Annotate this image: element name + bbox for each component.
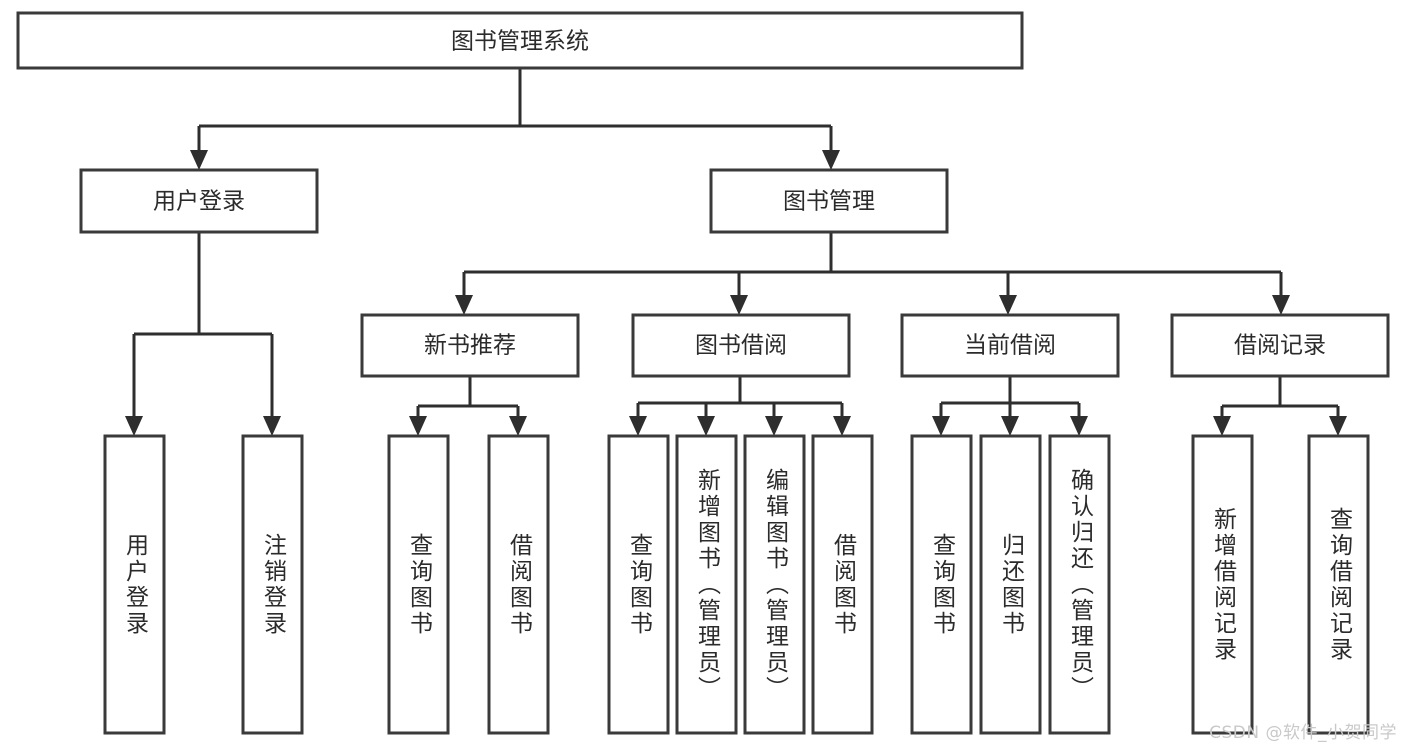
arrow-book-mgmt-child-1 xyxy=(455,295,473,315)
node-leaf-query-borrow-record[interactable]: 查询借阅记录 xyxy=(1307,434,1370,735)
node-leaf-confirm-return-admin-box xyxy=(1048,434,1111,735)
node-leaf-borrow-book-2[interactable]: 借阅图书 xyxy=(811,434,874,735)
arrow-current-child-2 xyxy=(1001,416,1019,436)
node-root-library-system[interactable]: 图书管理系统 xyxy=(16,11,1024,70)
arrow-current-child-1 xyxy=(932,416,950,436)
node-book-borrow-box xyxy=(631,313,851,378)
node-leaf-query-borrow-record-box xyxy=(1307,434,1370,735)
node-leaf-borrow-book-2-label: 借阅图书 xyxy=(830,533,858,637)
node-leaf-user-login[interactable]: 用户登录 xyxy=(103,434,166,735)
node-leaf-query-book-1-box xyxy=(387,434,450,735)
node-root-label: 图书管理系统 xyxy=(451,29,589,55)
arrow-book-mgmt-child-3 xyxy=(999,295,1017,315)
node-leaf-logout-label: 注销登录 xyxy=(260,533,288,637)
arrow-borrow-child-3 xyxy=(765,416,783,436)
node-book-management[interactable]: 图书管理 xyxy=(709,168,949,234)
node-leaf-add-borrow-record-label: 新增借阅记录 xyxy=(1210,507,1238,663)
node-leaf-confirm-return-admin[interactable]: 确认归还（管理员） xyxy=(1048,434,1111,735)
arrow-user-login-child-1 xyxy=(125,416,143,436)
node-leaf-edit-book-admin[interactable]: 编辑图书（管理员） xyxy=(743,434,806,735)
arrow-root-to-book-mgmt xyxy=(822,150,840,170)
node-root-box xyxy=(16,11,1024,70)
node-leaf-return-book-label: 归还图书 xyxy=(998,533,1026,637)
node-borrow-record-label: 借阅记录 xyxy=(1234,333,1326,359)
node-leaf-edit-book-admin-box xyxy=(743,434,806,735)
node-leaf-logout-box xyxy=(241,434,304,735)
node-leaf-query-book-1[interactable]: 查询图书 xyxy=(387,434,450,735)
node-book-borrow-label: 图书借阅 xyxy=(695,333,787,359)
connector-layer xyxy=(125,68,1347,436)
node-new-book-recommend-box xyxy=(360,313,580,378)
node-leaf-borrow-book-1-label: 借阅图书 xyxy=(506,533,534,637)
node-leaf-query-book-1-label: 查询图书 xyxy=(406,533,434,637)
node-leaf-borrow-book-1[interactable]: 借阅图书 xyxy=(487,434,550,735)
arrow-record-child-2 xyxy=(1329,416,1347,436)
node-leaf-add-book-admin-label: 新增图书（管理员） xyxy=(694,468,722,702)
arrow-new-book-child-1 xyxy=(409,416,427,436)
arrow-borrow-child-1 xyxy=(629,416,647,436)
node-new-book-recommend[interactable]: 新书推荐 xyxy=(360,313,580,378)
node-new-book-recommend-label: 新书推荐 xyxy=(424,333,516,359)
node-leaf-edit-book-admin-label: 编辑图书（管理员） xyxy=(762,468,790,702)
node-borrow-record[interactable]: 借阅记录 xyxy=(1170,313,1390,378)
node-leaf-query-book-3-label: 查询图书 xyxy=(929,533,957,637)
node-borrow-record-box xyxy=(1170,313,1390,378)
node-user-login-box xyxy=(79,168,319,234)
node-user-login[interactable]: 用户登录 xyxy=(79,168,319,234)
node-book-management-box xyxy=(709,168,949,234)
arrow-new-book-child-2 xyxy=(509,416,527,436)
node-leaf-query-book-3[interactable]: 查询图书 xyxy=(910,434,973,735)
node-current-borrow-label: 当前借阅 xyxy=(964,333,1056,359)
node-book-borrow[interactable]: 图书借阅 xyxy=(631,313,851,378)
node-leaf-query-book-3-box xyxy=(910,434,973,735)
node-leaf-borrow-book-1-box xyxy=(487,434,550,735)
arrow-root-to-user-login xyxy=(190,150,208,170)
node-leaf-query-book-2-label: 查询图书 xyxy=(626,533,654,637)
node-leaf-query-book-2[interactable]: 查询图书 xyxy=(607,434,670,735)
arrow-user-login-child-2 xyxy=(263,416,281,436)
node-leaf-user-login-label: 用户登录 xyxy=(122,533,150,637)
node-leaf-add-book-admin-box xyxy=(675,434,738,735)
arrow-record-child-1 xyxy=(1213,416,1231,436)
arrow-current-child-3 xyxy=(1070,416,1088,436)
node-leaf-query-borrow-record-label: 查询借阅记录 xyxy=(1326,507,1354,663)
node-leaf-return-book[interactable]: 归还图书 xyxy=(979,434,1042,735)
arrow-book-mgmt-child-4 xyxy=(1272,295,1290,315)
node-leaf-query-book-2-box xyxy=(607,434,670,735)
node-leaf-user-login-box xyxy=(103,434,166,735)
node-leaf-add-borrow-record[interactable]: 新增借阅记录 xyxy=(1191,434,1254,735)
node-leaf-return-book-box xyxy=(979,434,1042,735)
node-current-borrow[interactable]: 当前借阅 xyxy=(900,313,1120,378)
arrow-book-mgmt-child-2 xyxy=(730,295,748,315)
arrow-borrow-child-4 xyxy=(833,416,851,436)
node-leaf-add-borrow-record-box xyxy=(1191,434,1254,735)
node-leaf-borrow-book-2-box xyxy=(811,434,874,735)
node-current-borrow-box xyxy=(900,313,1120,378)
node-leaf-confirm-return-admin-label: 确认归还（管理员） xyxy=(1067,468,1095,702)
node-leaf-add-book-admin[interactable]: 新增图书（管理员） xyxy=(675,434,738,735)
arrow-borrow-child-2 xyxy=(697,416,715,436)
node-user-login-label: 用户登录 xyxy=(153,189,245,215)
node-book-management-label: 图书管理 xyxy=(783,189,875,215)
node-leaf-logout[interactable]: 注销登录 xyxy=(241,434,304,735)
